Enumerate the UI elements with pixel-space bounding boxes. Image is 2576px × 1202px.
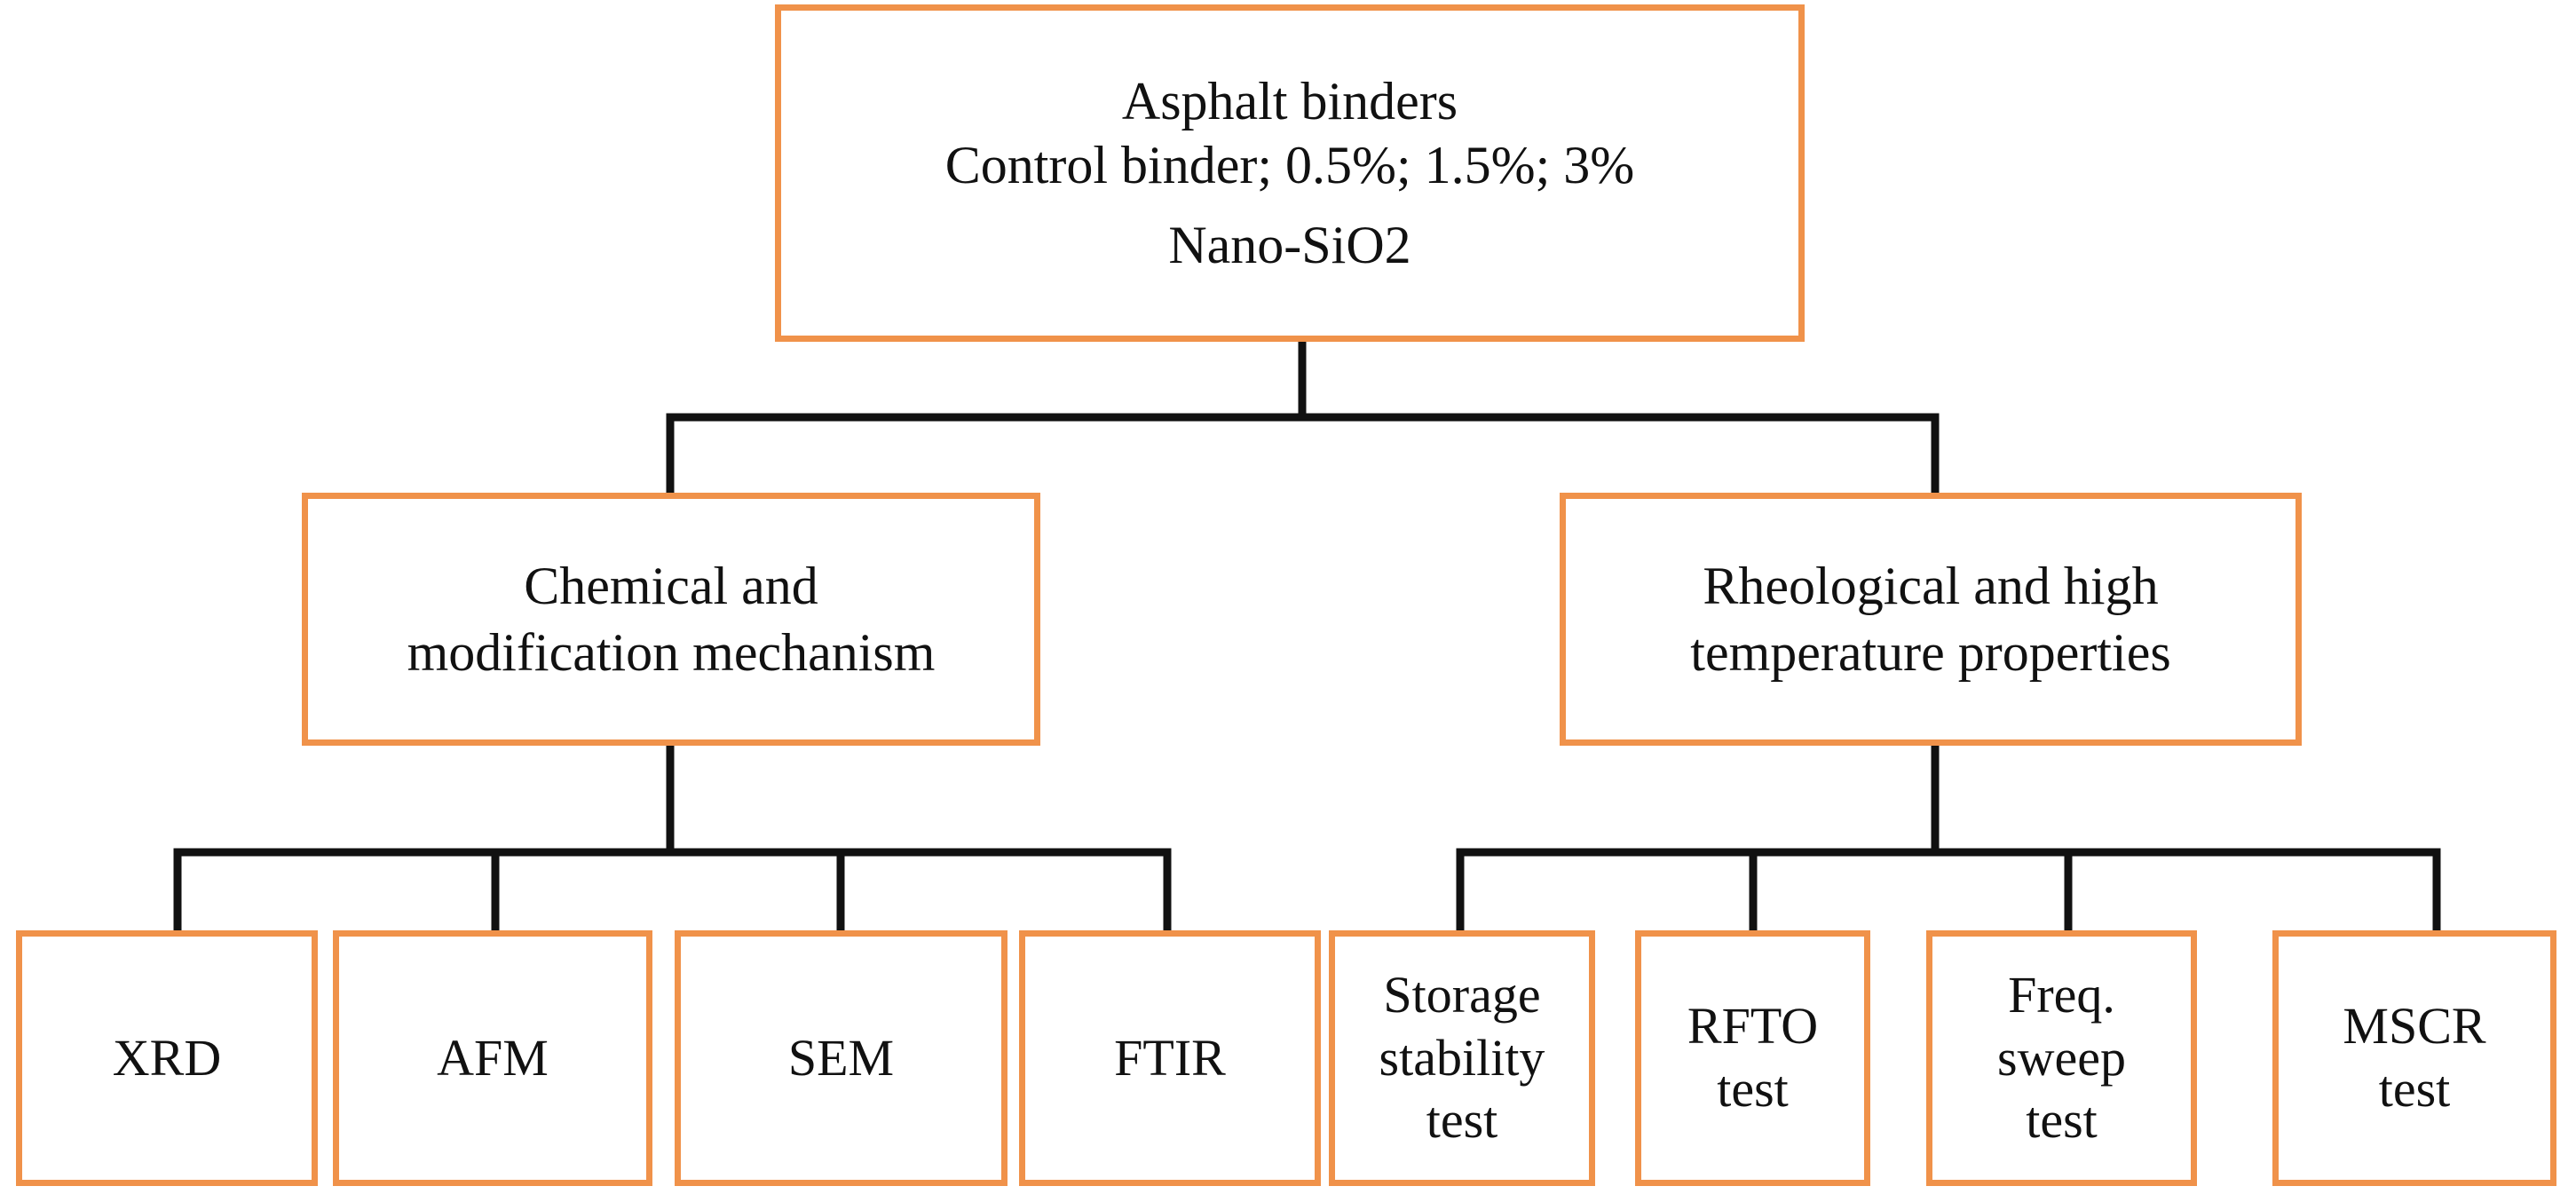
leaf-rfto-line-1: RFTO [1687, 997, 1819, 1056]
root-line-1: Asphalt binders [1121, 72, 1458, 130]
right-group-line-2: temperature properties [1690, 622, 2171, 682]
root-line-2: Control binder; 0.5%; 1.5%; 3% [944, 136, 1635, 194]
left-group-line-2: modification mechanism [407, 622, 936, 682]
leaf-freq-line-3: test [2026, 1091, 2098, 1150]
leaf-storage-line-2: stability [1379, 1028, 1545, 1087]
leaf-node-storage-stability: Storage stability test [1329, 930, 1595, 1186]
leaf-sem-label: SEM [787, 1028, 895, 1087]
left-group-line-1: Chemical and [524, 556, 818, 615]
leaf-ftir-label: FTIR [1114, 1028, 1226, 1087]
leaf-node-mscr: MSCR test [2272, 930, 2556, 1186]
leaf-afm-label: AFM [437, 1028, 549, 1087]
group-node-rheological: Rheological and high temperature propert… [1560, 493, 2302, 746]
leaf-storage-line-1: Storage [1383, 965, 1541, 1024]
leaf-node-rfto: RFTO test [1635, 930, 1870, 1186]
leaf-freq-line-1: Freq. [2008, 965, 2115, 1024]
leaf-mscr-line-2: test [2378, 1060, 2451, 1118]
root-node-asphalt-binders: Asphalt binders Control binder; 0.5%; 1.… [775, 4, 1805, 342]
leaf-xrd-label: XRD [112, 1028, 222, 1087]
leaf-node-ftir: FTIR [1019, 930, 1321, 1186]
group-node-chemical: Chemical and modification mechanism [302, 493, 1040, 746]
leaf-node-sem: SEM [675, 930, 1007, 1186]
leaf-node-xrd: XRD [16, 930, 318, 1186]
right-group-line-1: Rheological and high [1703, 556, 2159, 615]
leaf-node-freq-sweep: Freq. sweep test [1926, 930, 2197, 1186]
leaf-rfto-line-2: test [1717, 1060, 1789, 1118]
root-line-3: Nano-SiO2 [1168, 216, 1411, 274]
leaf-mscr-line-1: MSCR [2343, 997, 2486, 1056]
leaf-freq-line-2: sweep [1997, 1028, 2126, 1087]
leaf-node-afm: AFM [333, 930, 652, 1186]
leaf-storage-line-3: test [1426, 1091, 1498, 1150]
